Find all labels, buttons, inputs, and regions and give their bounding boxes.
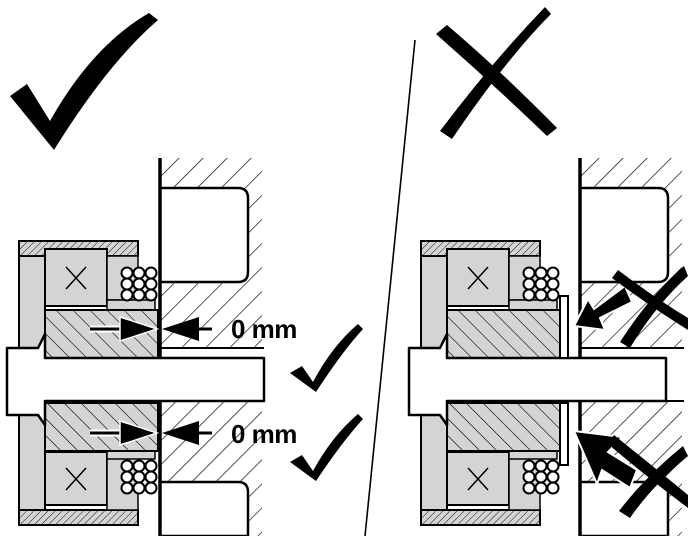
gap-arrows-lower: [90, 419, 212, 447]
gap-label-upper: 0 mm: [231, 314, 297, 344]
cross-icon: [608, 435, 688, 518]
spacer-shim: [559, 402, 569, 466]
panel-divider: [364, 39, 416, 536]
correct-panel: [5, 13, 363, 536]
spacer-shim: [559, 295, 569, 359]
checkmark-icon: [290, 324, 363, 392]
cross-icon: [436, 7, 557, 139]
checkmark-icon: [290, 414, 363, 481]
pointer-arrow-upper: [572, 284, 634, 332]
incorrect-panel: [407, 7, 688, 536]
mounting-wall: [158, 156, 266, 536]
gap-arrows-upper: [90, 315, 212, 343]
gap-label-lower: 0 mm: [231, 419, 297, 449]
cross-icon: [612, 266, 688, 348]
pointer-arrow-lower: [572, 429, 639, 490]
checkmark-icon: [10, 13, 158, 150]
